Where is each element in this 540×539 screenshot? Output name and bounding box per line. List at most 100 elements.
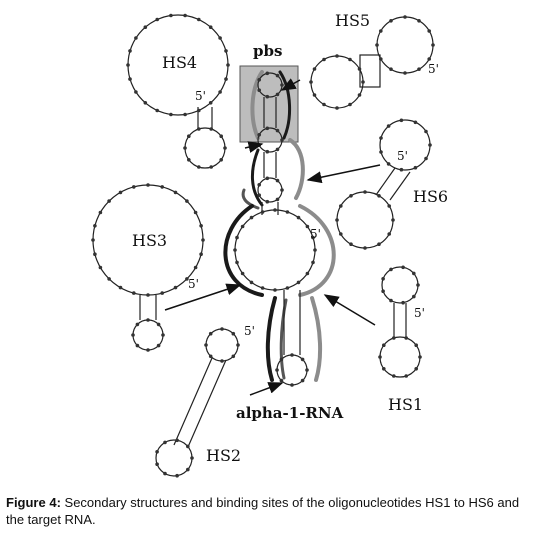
nucleotide-dot xyxy=(404,336,409,340)
nucleotide-dot xyxy=(427,57,432,61)
nucleotide-dot xyxy=(169,112,173,117)
nucleotide-dot xyxy=(416,283,420,287)
nucleotide-dot xyxy=(357,93,362,97)
label-hs4: HS4 xyxy=(162,53,197,72)
nucleotide-dot xyxy=(249,215,254,220)
nucleotide-dot xyxy=(424,156,428,161)
nucleotide-dot xyxy=(219,158,223,162)
nucleotide-dot xyxy=(218,36,222,40)
nucleotide-dot xyxy=(126,63,130,67)
caption-label: Figure 4: xyxy=(6,495,61,510)
nucleotide-dot xyxy=(118,285,123,290)
nucleotide-dot xyxy=(98,210,103,215)
label-hs1: HS1 xyxy=(388,395,423,414)
nucleotide-dot xyxy=(224,77,228,81)
nucleotide-dot xyxy=(414,367,419,371)
nucleotide-dot xyxy=(220,327,224,331)
nucleotide-dot xyxy=(135,322,140,327)
nucleotide-dot xyxy=(185,277,189,281)
nucleotide-dot xyxy=(257,78,262,82)
nucleotide-dot xyxy=(169,13,173,18)
nucleotide-dot xyxy=(418,355,422,359)
nucleotide-dot xyxy=(335,106,339,110)
nucleotide-dot xyxy=(379,29,383,33)
hs1-structure xyxy=(379,266,421,378)
nucleotide-dot xyxy=(403,71,407,75)
nucleotide-dot xyxy=(143,25,148,30)
label-hs6: HS6 xyxy=(413,187,448,206)
nucleotide-dot xyxy=(305,271,310,276)
nucleotide-dot xyxy=(163,440,167,445)
nucleotide-dot xyxy=(107,277,111,281)
nucleotide-dot xyxy=(257,88,262,92)
nucleotide-dot xyxy=(173,285,178,290)
caption-text: Secondary structures and binding sites o… xyxy=(6,495,520,527)
nucleotide-dot xyxy=(224,49,228,53)
nucleotide-dot xyxy=(223,146,227,150)
nucleotide-dot xyxy=(363,246,367,250)
nucleotide-dot xyxy=(322,57,326,62)
nucleotide-dot xyxy=(265,94,270,99)
nucleotide-dot xyxy=(208,101,213,105)
nucleotide-dot xyxy=(134,36,138,40)
nucleotide-dot xyxy=(412,294,416,299)
nucleotide-dot xyxy=(312,67,317,71)
five-prime-hs1: 5' xyxy=(414,306,425,320)
nucleotide-dot xyxy=(379,150,383,154)
nucleotide-dot xyxy=(199,224,203,228)
nucleotide-dot xyxy=(392,374,396,378)
nucleotide-dot xyxy=(275,92,280,97)
nucleotide-dot xyxy=(132,291,136,295)
nucleotide-dot xyxy=(275,197,280,202)
nucleotide-dot xyxy=(305,368,309,372)
nucleotide-dot xyxy=(375,43,379,47)
nucleotide-dot xyxy=(209,127,213,131)
nucleotide-dot xyxy=(280,138,284,142)
nucleotide-dot xyxy=(417,67,421,71)
label-pbs: pbs xyxy=(253,42,282,60)
nucleotide-dot xyxy=(290,383,294,387)
hs4-structure xyxy=(127,14,229,169)
nucleotide-dot xyxy=(377,194,381,198)
nucleotide-dot xyxy=(381,289,385,294)
nucleotide-dot xyxy=(132,185,136,189)
nucleotide-dot xyxy=(399,167,404,172)
nucleotide-dot xyxy=(220,359,224,363)
nucleotide-dot xyxy=(348,102,352,107)
nucleotide-dot xyxy=(91,238,95,242)
five-prime-hs3: 5' xyxy=(188,277,199,291)
nucleotide-dot xyxy=(93,252,97,256)
nucleotide-dot xyxy=(349,242,353,246)
nucleotide-dot xyxy=(231,331,236,336)
five-prime-target: 5' xyxy=(310,227,321,241)
nucleotide-dot xyxy=(377,242,381,246)
five-prime-hs4: 5' xyxy=(195,89,206,103)
nucleotide-dot xyxy=(193,265,198,270)
nucleotide-dot xyxy=(155,108,159,113)
nucleotide-dot xyxy=(257,183,262,187)
nucleotide-dot xyxy=(265,149,270,154)
nucleotide-dot xyxy=(260,286,265,290)
nucleotide-dot xyxy=(193,210,198,215)
nucleotide-dot xyxy=(413,165,418,170)
nucleotide-dot xyxy=(413,120,418,125)
nucleotide-dot xyxy=(349,194,353,198)
nucleotide-dot xyxy=(428,143,432,147)
nucleotide-dot xyxy=(339,204,343,208)
nucleotide-dot xyxy=(322,102,326,107)
nucleotide-dot xyxy=(339,232,343,236)
nucleotide-dot xyxy=(313,248,317,252)
label-hs2: HS2 xyxy=(206,446,241,465)
nucleotide-dot xyxy=(175,473,179,478)
nucleotide-dot xyxy=(143,101,148,105)
nucleotide-dot xyxy=(156,343,161,348)
nucleotide-dot xyxy=(155,450,159,454)
nucleotide-dot xyxy=(173,190,178,195)
nucleotide-dot xyxy=(309,80,313,84)
nucleotide-dot xyxy=(219,134,223,138)
nucleotide-dot xyxy=(363,190,367,194)
hs3-structure xyxy=(92,184,204,351)
nucleotide-dot xyxy=(361,80,365,84)
nucleotide-dot xyxy=(197,108,201,113)
nucleotide-dot xyxy=(296,215,301,220)
